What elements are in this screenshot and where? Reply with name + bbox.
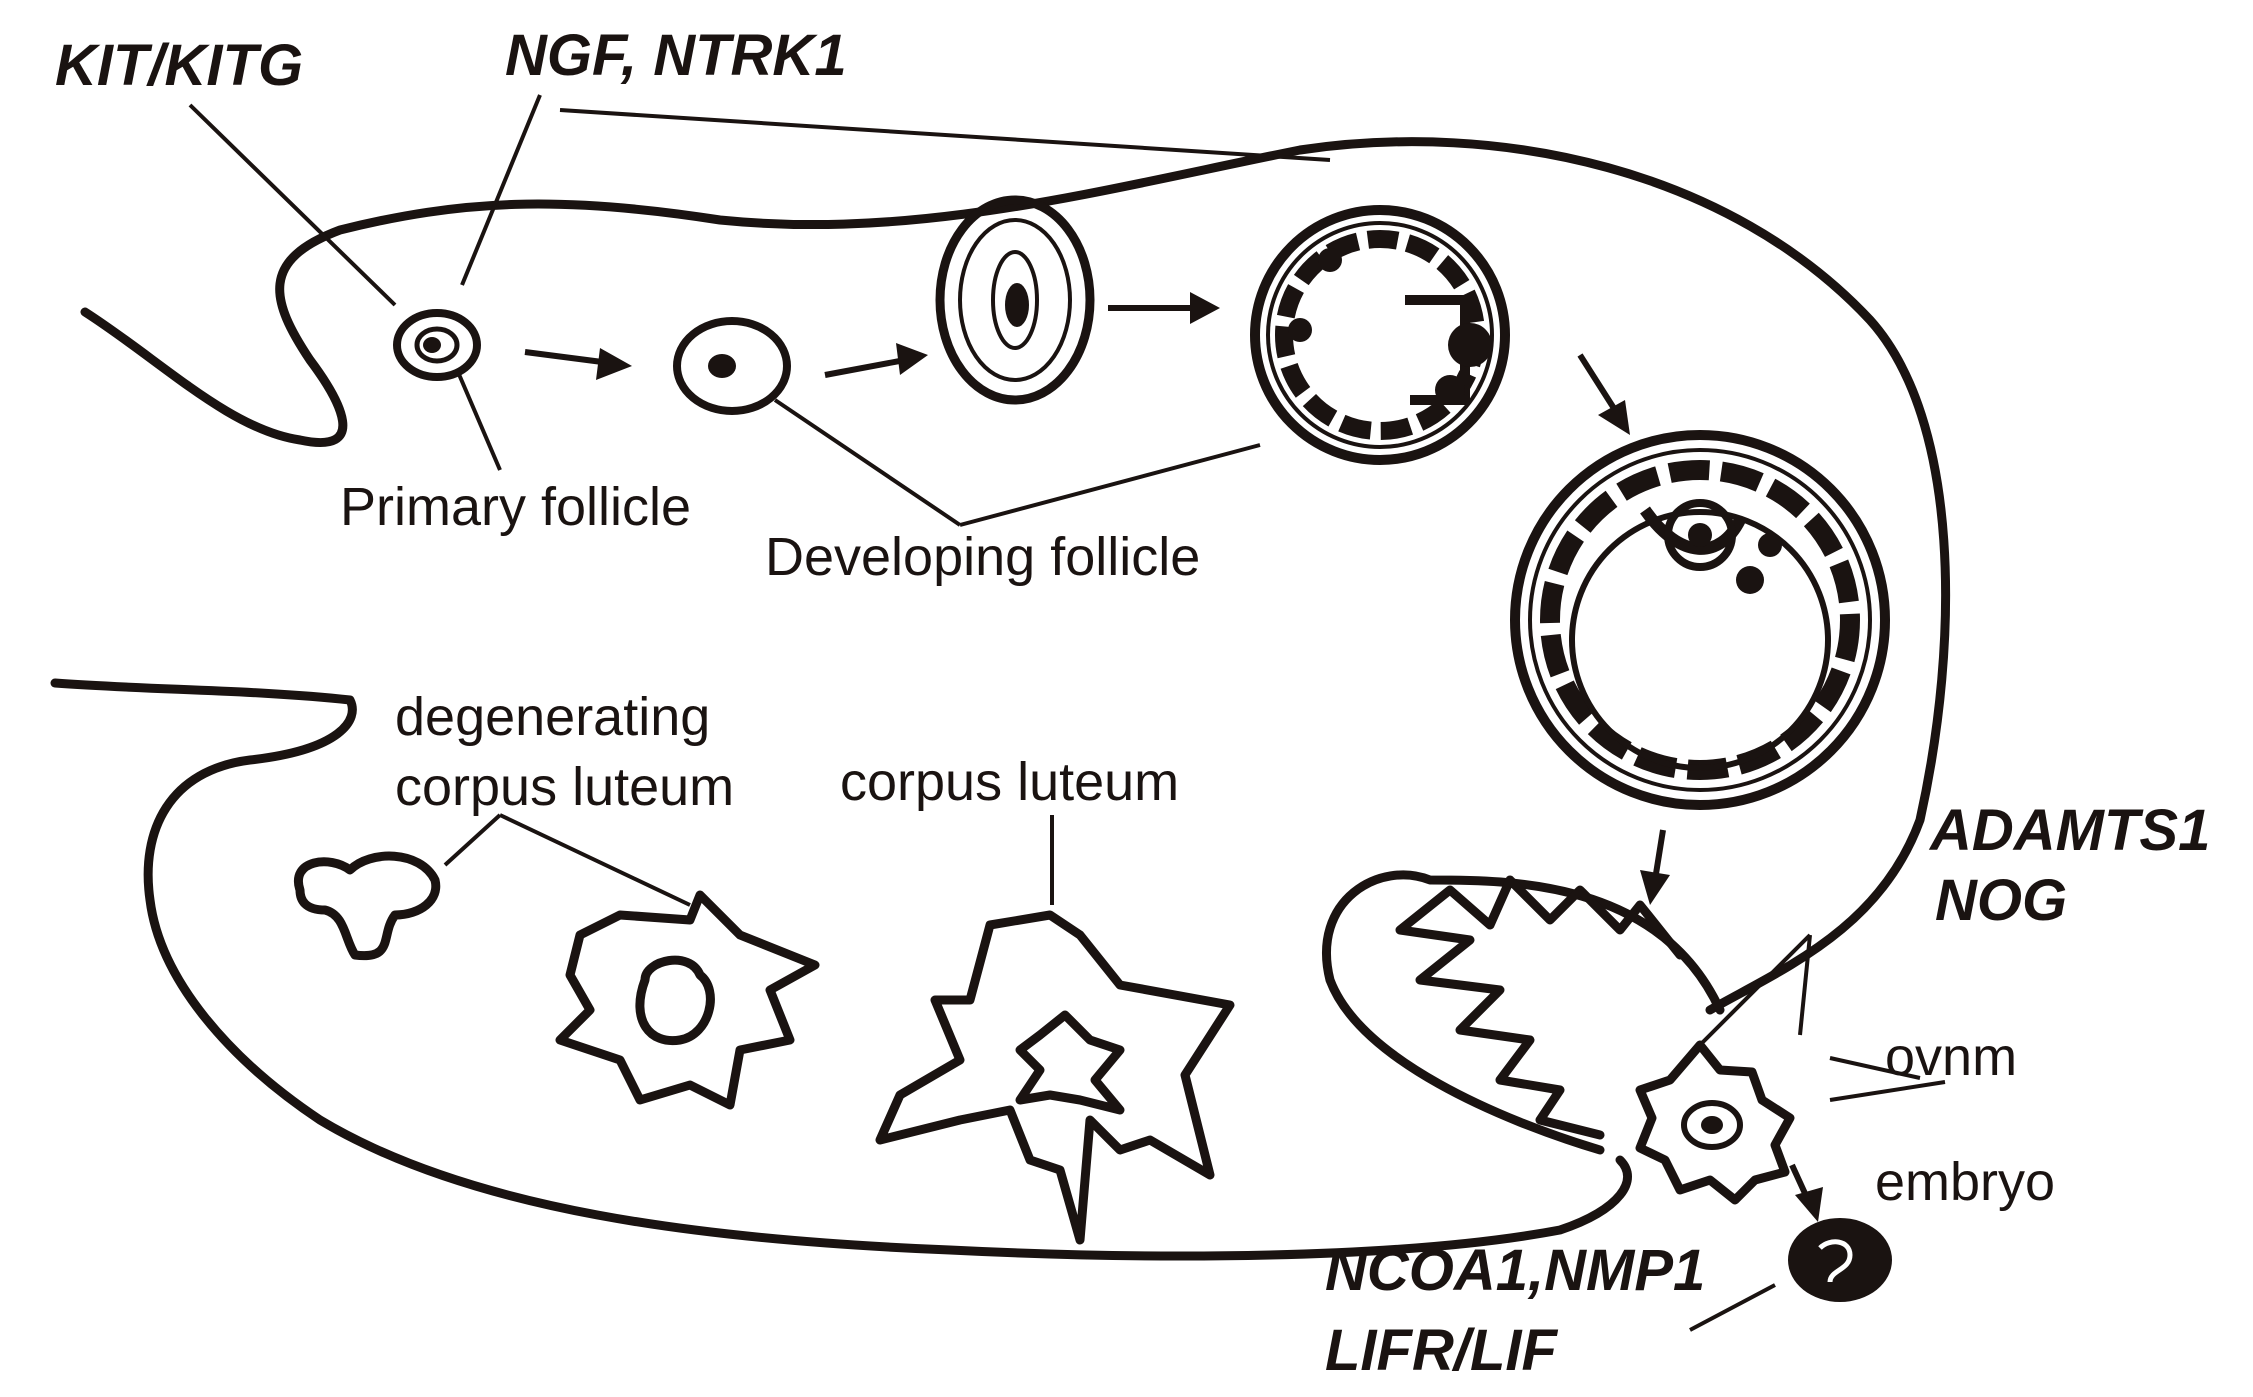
corpus-luteum-shape — [875, 910, 1235, 1245]
label-kit-kitg: KIT/KITG — [55, 33, 303, 98]
developing-follicle-oval — [935, 195, 1095, 405]
developing-follicle-small — [673, 317, 791, 415]
primary-follicle — [393, 309, 481, 381]
label-degenerating: degenerating — [395, 687, 710, 747]
ovary-outline — [80, 137, 1951, 1015]
label-nog: NOG — [1935, 868, 2067, 933]
label-primary-follicle: Primary follicle — [340, 477, 691, 537]
label-degenerating-corpus-luteum: corpus luteum — [395, 757, 734, 817]
label-corpus-luteum: corpus luteum — [840, 752, 1179, 812]
antral-follicle — [1250, 205, 1510, 465]
progression-arrows — [524, 292, 1823, 1222]
label-developing-follicle: Developing follicle — [765, 527, 1200, 587]
label-embryo: embryo — [1875, 1152, 2055, 1212]
mature-follicle — [1510, 430, 1890, 810]
label-ncoa1-nmp1: NCOA1,NMP1 — [1325, 1238, 1705, 1303]
ovum — [1635, 1040, 1795, 1205]
ruptured-follicle — [1322, 870, 1725, 1155]
label-ovnm: ovnm — [1885, 1027, 2017, 1087]
label-ngf-ntrk1: NGF, NTRK1 — [505, 23, 847, 88]
degenerating-cl-large — [555, 890, 820, 1110]
leader-lines — [188, 94, 1946, 1332]
label-lifr-lif: LIFR/LIF — [1325, 1318, 1559, 1383]
ngf-leader-top — [559, 108, 1331, 162]
degenerating-cl-small — [293, 851, 441, 961]
label-adamts1: ADAMTS1 — [1928, 798, 2210, 863]
ovary-outline-lower — [50, 678, 1632, 1261]
embryo-shape — [1788, 1218, 1892, 1302]
